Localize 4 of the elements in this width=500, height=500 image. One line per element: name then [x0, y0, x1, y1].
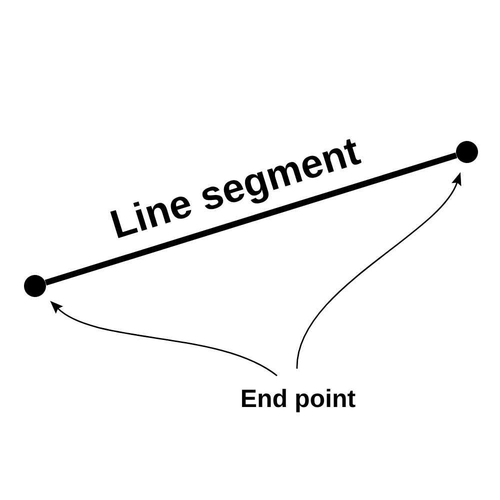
endpoint-dot	[24, 275, 46, 297]
line-segment	[44, 152, 458, 286]
endpoint-dot	[456, 141, 478, 163]
callout-label: End point	[242, 388, 356, 412]
